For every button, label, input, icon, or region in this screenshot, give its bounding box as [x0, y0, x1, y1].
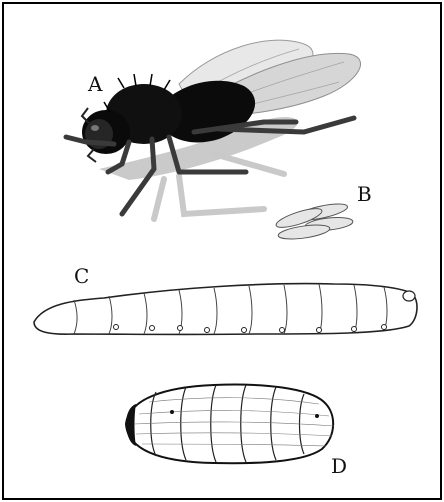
larva [34, 284, 417, 335]
pupa-dot [315, 414, 319, 418]
life-cycle-illustration [4, 4, 440, 498]
label-adult: A [88, 74, 102, 94]
fly-eye-highlight [91, 125, 99, 131]
larva-spiracle [403, 291, 415, 301]
larva-body [34, 284, 417, 335]
label-eggs: B [357, 184, 372, 204]
adult-fly [66, 40, 361, 219]
label-pupa: D [331, 456, 347, 476]
pupa-dot [170, 410, 174, 414]
label-larva: C [74, 266, 89, 286]
eggs [274, 201, 353, 242]
pupa [126, 385, 334, 464]
pupa-tip [126, 404, 136, 446]
